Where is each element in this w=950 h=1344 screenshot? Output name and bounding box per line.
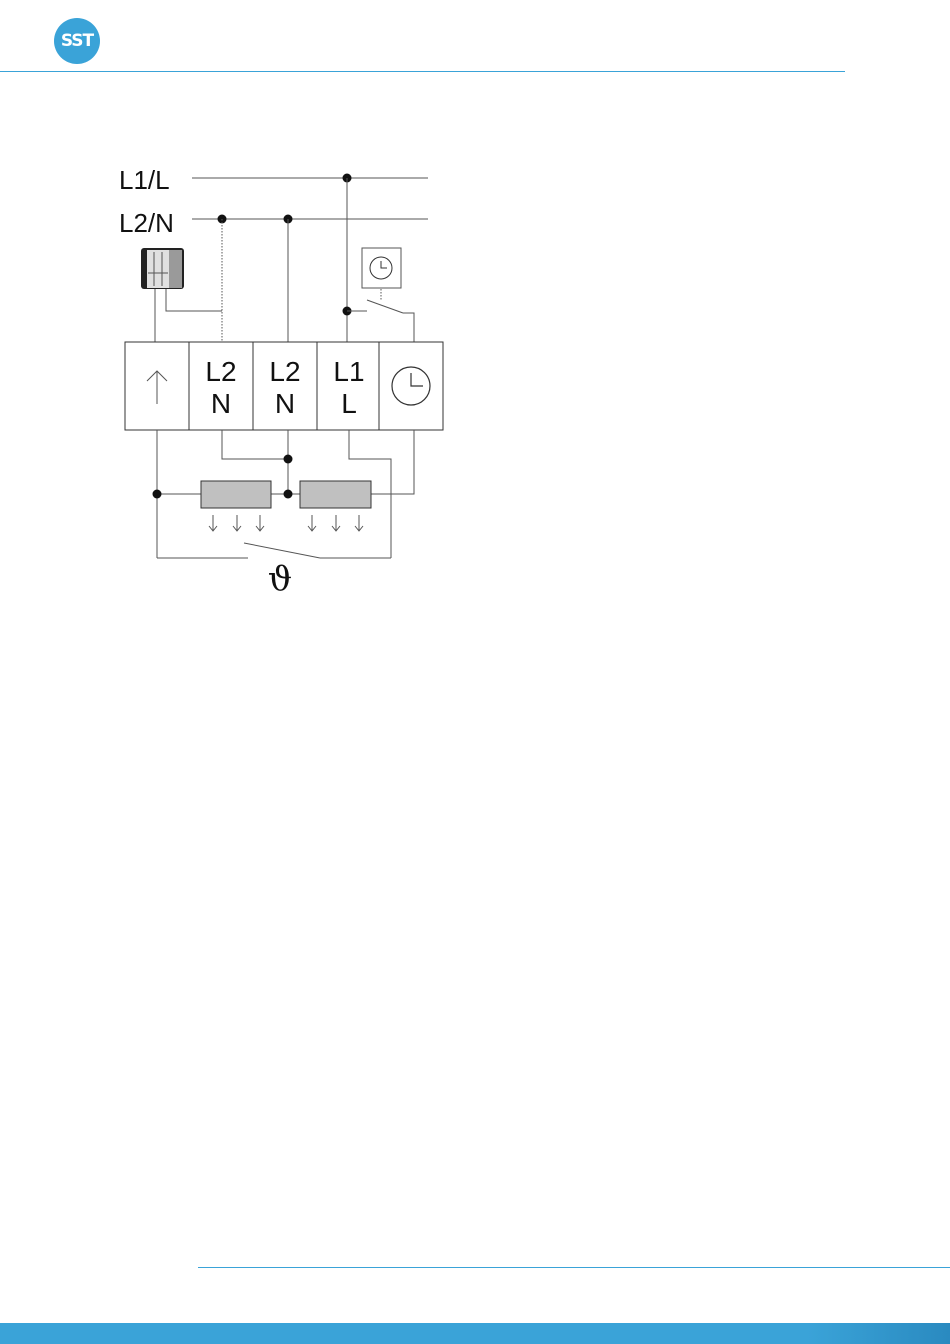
junction-dot (153, 490, 162, 499)
footer-bar (0, 1323, 950, 1344)
sensor-link (244, 543, 320, 558)
wire (371, 430, 414, 494)
terminal-4-label-top: L1 (333, 356, 364, 387)
clock-icon (392, 367, 430, 405)
junction-dot (284, 455, 293, 464)
terminal-2-label-top: L2 (205, 356, 236, 387)
sensor-actuator-icon (141, 248, 184, 289)
terminal-3-label-bottom: N (275, 388, 295, 419)
terminal-4-label-bottom: L (341, 388, 357, 419)
terminal-3-label-top: L2 (269, 356, 300, 387)
timer-clock-icon (362, 248, 401, 288)
heat-arrows-1 (209, 515, 264, 531)
terminal-2-label-bottom: N (211, 388, 231, 419)
wire (222, 430, 288, 459)
footer-divider (198, 1267, 950, 1268)
junction-dot (284, 490, 293, 499)
heating-element-1 (201, 481, 271, 508)
timer-switch-blade (367, 300, 403, 313)
heat-arrows-2 (308, 515, 363, 531)
temperature-sensor-symbol: ϑ (268, 559, 292, 599)
wire (166, 289, 222, 311)
heating-element-2 (300, 481, 371, 508)
bus-l1-label: L1/L (119, 165, 170, 195)
wire (403, 313, 414, 342)
bus-l2-label: L2/N (119, 208, 174, 238)
